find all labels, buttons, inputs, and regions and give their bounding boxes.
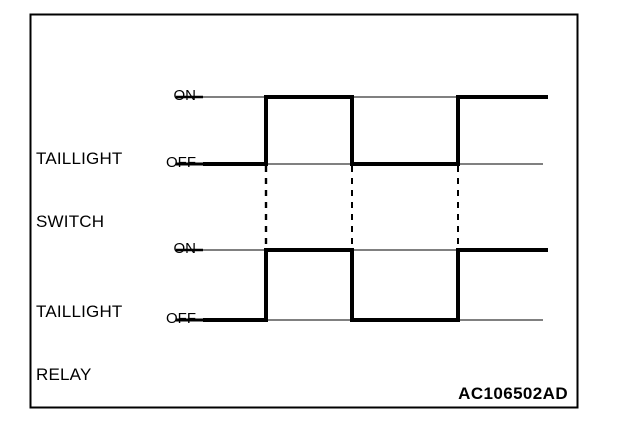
switch-waveform-group [176, 95, 548, 166]
switch-square-wave [203, 95, 548, 166]
switch-on-level-label: ON [173, 87, 197, 104]
signal-name-line-2: RELAY [36, 365, 92, 384]
signal-name-line-1: TAILLIGHT [36, 149, 123, 168]
signal-name-taillight-switch: TAILLIGHT SWITCH [36, 106, 123, 274]
relay-on-level-label: ON [173, 240, 197, 257]
relay-off-level-label: OFF [166, 310, 196, 327]
relay-square-wave [203, 248, 548, 322]
figure-border [29, 13, 579, 409]
signal-name-taillight-relay: TAILLIGHT RELAY [36, 259, 123, 427]
switch-off-level-label: OFF [166, 154, 196, 171]
relay-waveform-group [176, 248, 548, 322]
figure-part-code: AC106502AD [458, 384, 568, 403]
correlation-guides [264, 166, 459, 320]
signal-name-line-1: TAILLIGHT [36, 302, 123, 321]
signal-name-line-2: SWITCH [36, 212, 105, 231]
